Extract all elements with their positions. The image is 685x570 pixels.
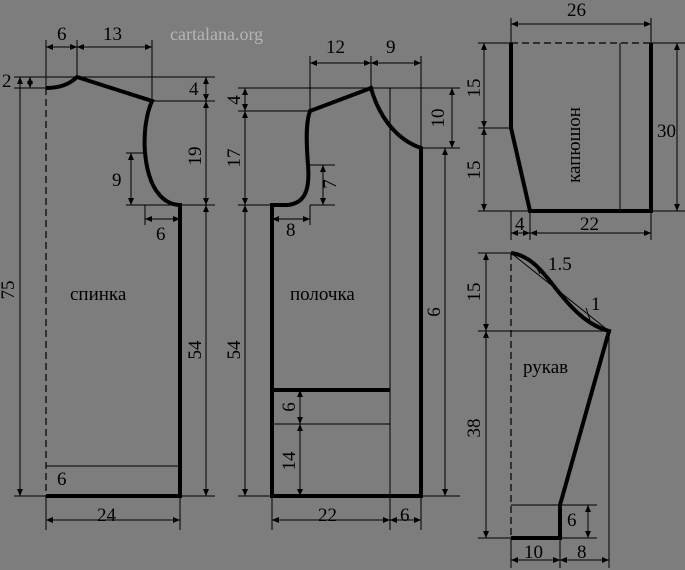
front-dim-placket: 6 — [400, 505, 410, 526]
front-dim-neck-width: 9 — [386, 37, 396, 58]
sleeve-dim-cap-height: 15 — [464, 283, 485, 302]
front-dim-side-length: 54 — [224, 340, 245, 360]
hood-dim-bottom-width: 22 — [580, 214, 599, 235]
back-dim-shoulder-slope: 4 — [189, 79, 199, 100]
sleeve-label: рукав — [523, 357, 568, 378]
sleeve-dim-cap-a: 1.5 — [548, 254, 572, 275]
front-dim-shoulder-slope: 4 — [224, 95, 245, 105]
hood-dim-full-height: 30 — [657, 121, 676, 142]
sleeve-dim-cuff-height: 6 — [567, 510, 577, 531]
front-dim-neck-depth: 10 — [428, 109, 449, 128]
sleeve-dim-cap-b: 1 — [591, 294, 601, 315]
back-dim-armhole-height: 19 — [185, 147, 206, 166]
front-dim-armhole-height: 17 — [224, 149, 245, 168]
front-outline — [270, 85, 423, 498]
back-dim-hem: 6 — [57, 469, 67, 490]
back-dim-shoulder-width: 13 — [103, 24, 122, 45]
hood-dim-lower-height: 15 — [464, 161, 485, 180]
back-outline — [45, 74, 182, 498]
sleeve-dim-length: 38 — [464, 419, 485, 438]
front-piece: 12 9 4 10 17 7 8 54 6 6 14 22 6 полочка — [224, 37, 460, 530]
back-dim-neck-drop: 2 — [2, 71, 12, 92]
sleeve-cap-chord — [510, 252, 610, 332]
front-dim-armhole-width: 8 — [286, 220, 296, 241]
front-dim-band-b: 14 — [279, 451, 300, 471]
back-dim-armhole-width: 6 — [156, 224, 166, 245]
hood-label: капюшон — [564, 107, 585, 183]
back-dim-shoulder-offset: 6 — [57, 24, 67, 45]
back-dim-side-length: 54 — [185, 340, 206, 360]
front-label: полочка — [290, 284, 355, 305]
back-label: спинка — [70, 284, 127, 305]
sleeve-piece: 1.5 1 15 38 6 10 8 рукав — [464, 251, 612, 568]
sleeve-dim-cuff-b: 8 — [577, 542, 587, 563]
hood-dim-top-width: 26 — [567, 0, 586, 21]
hood-dim-offset: 4 — [515, 214, 525, 235]
back-dim-armhole-depth: 9 — [112, 170, 122, 191]
back-dim-width: 24 — [97, 505, 117, 526]
front-dim-band-a: 6 — [279, 402, 300, 412]
sleeve-dim-cuff-a: 10 — [524, 542, 543, 563]
watermark: cartalana.org — [170, 24, 263, 44]
front-dim-armhole-depth: 7 — [320, 179, 341, 189]
front-dim-shoulder-width: 12 — [326, 37, 345, 58]
back-piece: 6 13 2 4 19 9 6 54 75 6 24 спинка — [0, 24, 215, 530]
front-dim-center-length: 6 — [424, 307, 445, 317]
back-dim-total-length: 75 — [0, 281, 19, 300]
front-dim-width: 22 — [318, 505, 337, 526]
hood-piece: 26 15 15 30 4 22 капюшон — [464, 0, 685, 240]
hood-dim-upper-height: 15 — [464, 79, 485, 98]
